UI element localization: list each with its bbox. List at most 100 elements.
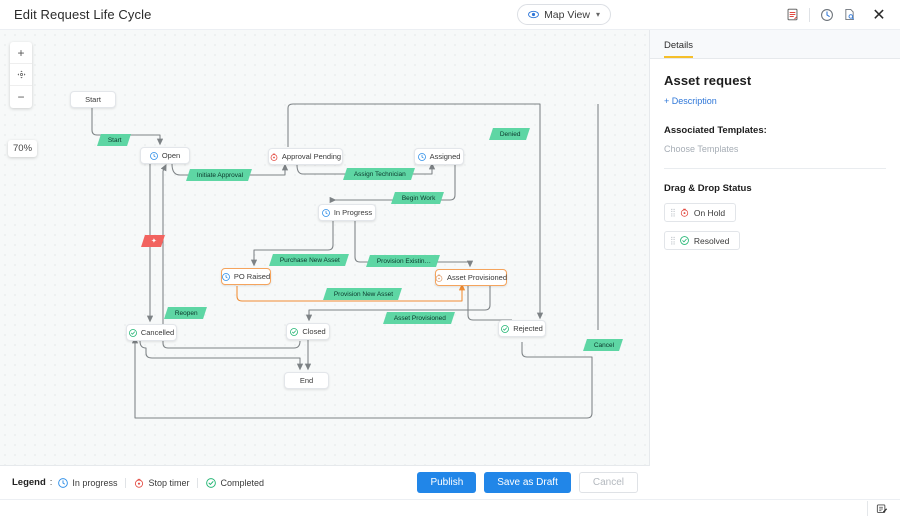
app-header: Edit Request Life Cycle Map View ▾ — [0, 0, 900, 30]
completed-icon — [290, 327, 299, 336]
stop-timer-icon — [134, 478, 144, 488]
footer-buttons: Publish Save as Draft Cancel — [417, 472, 650, 493]
transition-start[interactable]: Start — [97, 134, 131, 146]
transition-label: Cancel — [594, 341, 615, 349]
header-divider — [809, 7, 810, 22]
transition-label: Denied — [500, 130, 521, 138]
completed-icon — [128, 328, 137, 337]
zoom-controls: + − — [10, 42, 32, 108]
transition-label: Reopen — [175, 309, 198, 317]
in-progress-icon — [221, 272, 230, 281]
node-assigned[interactable]: Assigned — [414, 148, 464, 165]
eye-icon — [528, 9, 539, 20]
in-progress-icon — [149, 151, 158, 160]
node-open[interactable]: Open — [140, 147, 190, 164]
details-panel: Details Asset request + Description Asso… — [650, 30, 900, 499]
history-clock-icon[interactable] — [816, 4, 838, 26]
in-progress-icon — [58, 477, 69, 488]
panel-title: Asset request — [664, 73, 752, 88]
node-label: Start — [85, 95, 101, 104]
cancel-button[interactable]: Cancel — [578, 472, 638, 493]
close-icon[interactable]: ✕ — [872, 6, 886, 24]
map-view-label: Map View — [544, 8, 590, 21]
legend-item-stop-timer: Stop timer — [125, 477, 197, 488]
node-label: Rejected — [513, 324, 543, 333]
fit-to-screen-icon[interactable] — [10, 64, 32, 86]
status-chip-on-hold[interactable]: ⣿ On Hold — [664, 203, 737, 222]
node-end[interactable]: End — [284, 372, 329, 389]
workflow-canvas[interactable]: + − 70% — [0, 30, 650, 465]
transition-label: Initiate Approval — [197, 171, 244, 179]
transition-provision-new-asset[interactable]: Provision New Asset — [323, 288, 403, 300]
drag-handle-icon[interactable]: ⣿ — [670, 207, 676, 217]
legend-items: In progress Stop timer Completed — [58, 477, 272, 488]
transition-asset-provisioned[interactable]: Asset Provisioned — [383, 312, 455, 324]
legend-colon: : — [49, 477, 53, 488]
transition-denied[interactable]: Denied — [489, 128, 530, 140]
pdf-export-icon[interactable] — [781, 4, 803, 26]
choose-templates-input[interactable]: Choose Templates — [664, 144, 739, 154]
transition-assign-technician[interactable]: Assign Technician — [343, 168, 415, 180]
node-approval-pending[interactable]: Approval Pending — [268, 148, 343, 165]
legend-label: Completed — [220, 477, 264, 488]
transition-purchase-new-asset[interactable]: Purchase New Asset — [269, 254, 349, 266]
legend-item-in-progress: In progress — [58, 478, 125, 488]
stop-timer-icon — [435, 274, 443, 282]
panel-divider — [664, 168, 886, 169]
transition-label: Provision New Asset — [334, 290, 394, 298]
node-closed[interactable]: Closed — [286, 323, 330, 340]
panel-tabs: Details — [650, 30, 900, 59]
transition-provision-existing[interactable]: Provision Existin… — [366, 255, 441, 267]
footer-bar: Legend : In progress Stop timer Complete… — [0, 465, 650, 499]
node-cancelled[interactable]: Cancelled — [126, 324, 177, 341]
workflow-edges — [91, 100, 599, 419]
transition-label: Begin Work — [402, 194, 436, 202]
stop-timer-icon — [680, 208, 689, 217]
save-as-draft-button[interactable]: Save as Draft — [484, 472, 571, 493]
transition-label: Provision Existin… — [377, 257, 432, 265]
document-search-icon[interactable] — [838, 4, 860, 26]
stop-timer-icon — [270, 153, 278, 161]
completed-icon — [680, 236, 689, 245]
zoom-in-button[interactable]: + — [10, 42, 32, 64]
page-title: Edit Request Life Cycle — [14, 7, 152, 22]
header-actions: Map View ▾ — [517, 4, 900, 26]
transition-initiate-approval[interactable]: Initiate Approval — [186, 169, 253, 181]
legend-label: Stop timer — [148, 477, 190, 488]
strip-divider — [867, 501, 868, 516]
map-view-button[interactable]: Map View ▾ — [517, 4, 611, 25]
node-label: Open — [161, 151, 181, 160]
zoom-out-button[interactable]: − — [17, 90, 25, 104]
node-start[interactable]: Start — [70, 91, 116, 108]
chevron-down-icon: ▾ — [595, 10, 600, 19]
node-label: Approval Pending — [281, 152, 342, 161]
node-asset-provisioned[interactable]: Asset Provisioned — [435, 269, 507, 286]
in-progress-icon — [417, 152, 426, 161]
tab-details[interactable]: Details — [664, 40, 694, 58]
node-po-raised[interactable]: PO Raised — [221, 268, 271, 285]
transition-blocked[interactable]: ✦ — [141, 235, 165, 247]
legend-title: Legend — [12, 477, 46, 488]
publish-button[interactable]: Publish — [417, 472, 477, 493]
node-in-progress[interactable]: In Progress — [318, 204, 376, 221]
associated-templates-label: Associated Templates: — [664, 125, 767, 136]
completed-icon — [501, 324, 510, 333]
transition-begin-work[interactable]: Begin Work — [391, 192, 445, 204]
zoom-level-indicator[interactable]: 70% — [8, 140, 38, 157]
transition-reopen[interactable]: Reopen — [164, 307, 207, 319]
legend-item-completed: Completed — [197, 477, 272, 488]
blocked-icon: ✦ — [151, 238, 157, 245]
node-label: Asset Provisioned — [446, 273, 508, 282]
node-label: Closed — [302, 327, 326, 336]
bottom-status-strip — [0, 499, 900, 516]
node-rejected[interactable]: Rejected — [498, 320, 546, 337]
drag-handle-icon[interactable]: ⣿ — [670, 235, 676, 245]
status-chip-resolved[interactable]: ⣿ Resolved — [664, 231, 741, 250]
add-description-link[interactable]: + Description — [664, 96, 717, 106]
node-label: Assigned — [429, 152, 461, 161]
panel-body: Asset request + Description Associated T… — [650, 59, 900, 250]
legend-label: In progress — [72, 477, 118, 488]
edit-note-icon[interactable] — [876, 502, 888, 514]
node-label: PO Raised — [233, 272, 271, 281]
transition-cancel[interactable]: Cancel — [583, 339, 624, 351]
